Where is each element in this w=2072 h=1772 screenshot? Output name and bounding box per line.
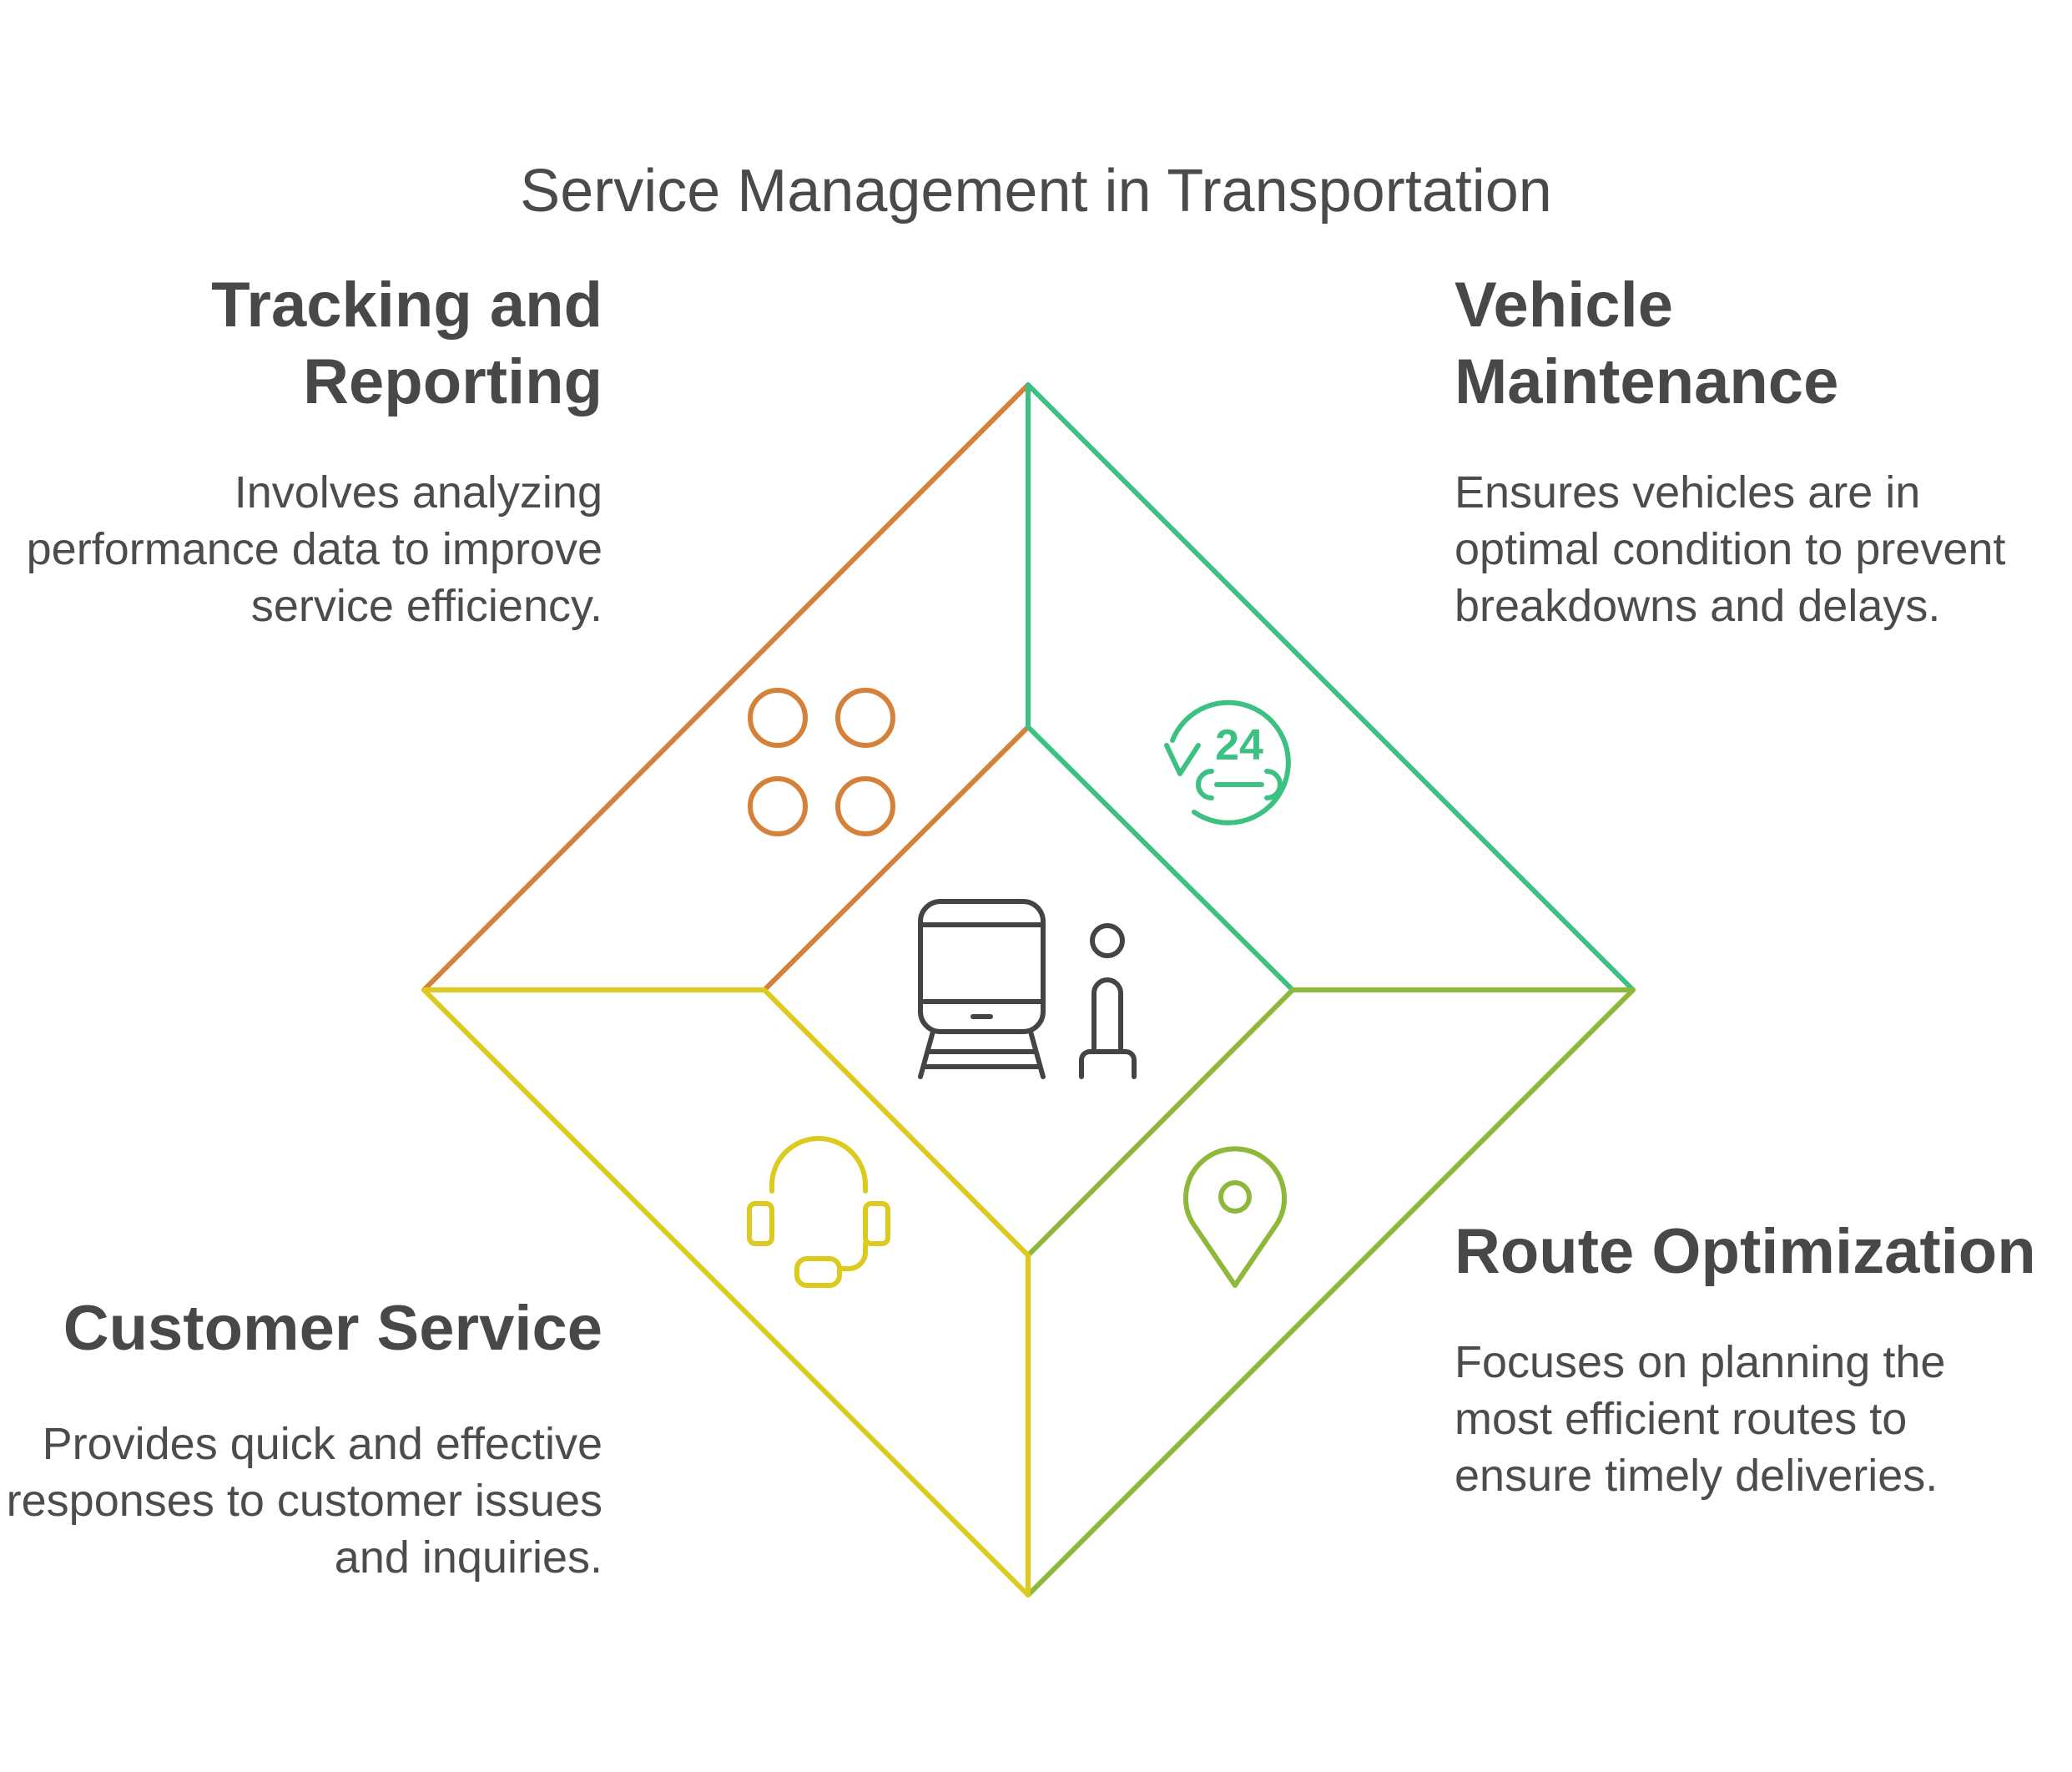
route-description: Focuses on planning the most efficient r… (1454, 1337, 1946, 1501)
train-passenger-icon (918, 899, 1137, 1079)
vehicle-section: Vehicle Maintenance Ensures vehicles are… (1454, 267, 2055, 634)
24-hour-icon-text: 24 (1215, 721, 1263, 770)
tracking-description: Involves analyzing performance data to i… (26, 467, 602, 631)
four-circles-icon (748, 688, 895, 836)
tracking-heading: Tracking and Reporting (211, 270, 602, 417)
vehicle-description: Ensures vehicles are in optimal conditio… (1454, 467, 2006, 631)
customer-heading: Customer Service (63, 1293, 602, 1364)
tracking-section: Tracking and Reporting Involves analyzin… (0, 267, 602, 634)
headset-icon (747, 1136, 890, 1288)
route-heading: Route Optimization (1454, 1216, 2036, 1287)
vehicle-heading: Vehicle Maintenance (1454, 270, 1839, 417)
customer-description: Provides quick and effective responses t… (6, 1419, 602, 1583)
quadrant-customer (421, 987, 1031, 1598)
customer-section: Customer Service Provides quick and effe… (0, 1290, 602, 1586)
24-hour-service-icon (1164, 699, 1291, 825)
page-title: Service Management in Transportation (520, 158, 1552, 225)
map-pin-icon (1183, 1146, 1287, 1288)
route-section: Route Optimization Focuses on planning t… (1454, 1214, 2055, 1504)
